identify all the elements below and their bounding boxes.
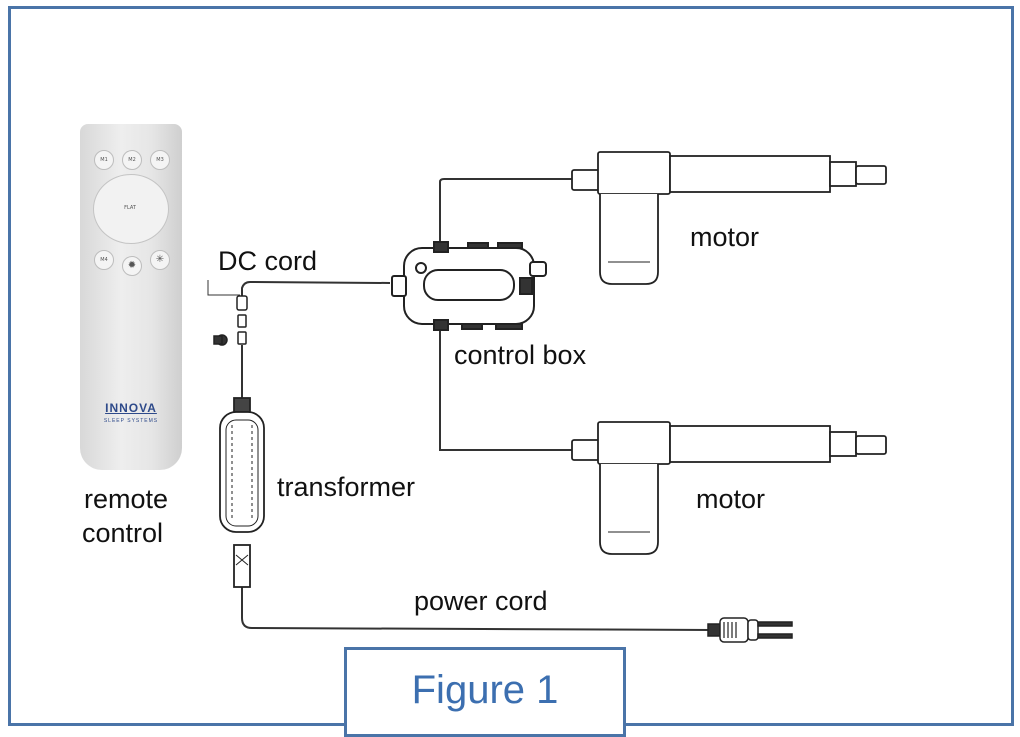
label-leader-dc-cord: [207, 280, 240, 296]
remote-control: M1 M2 M3 FLAT M4 ✹ ✳ INNOVA SLEEP SYSTEM…: [80, 124, 182, 470]
dc-connector: [213, 295, 248, 346]
remote-button-m4: M4: [94, 250, 114, 270]
dc-cord: [241, 280, 391, 296]
brand-subtitle: SLEEP SYSTEMS: [103, 418, 159, 424]
top-motor-shape: [571, 151, 887, 285]
bottom-motor-shape: [571, 421, 887, 555]
figure-caption: Figure 1: [411, 668, 559, 712]
remote-button-flat: FLAT: [124, 205, 136, 211]
remote-button-m1: M1: [94, 150, 114, 170]
remote-light-icon: ✹: [122, 256, 142, 276]
label-transformer: transformer: [277, 472, 416, 502]
label-control-box: control box: [454, 340, 587, 370]
remote-massage-icon: ✳: [150, 250, 170, 270]
remote-direction-pad: FLAT: [93, 174, 169, 244]
label-dc-cord: DC cord: [218, 246, 318, 276]
control-box-shape: [391, 241, 547, 331]
power-plug-shape: [707, 617, 793, 643]
label-motor-bottom: motor: [696, 484, 766, 514]
remote-button-m2: M2: [122, 150, 142, 170]
label-remote-line2: control: [82, 518, 164, 548]
label-remote-line1: remote: [84, 484, 169, 514]
label-motor-top: motor: [690, 222, 760, 252]
wiring-diagram: [207, 151, 887, 643]
transformer-shape: [219, 397, 265, 588]
remote-brand-logo: INNOVA SLEEP SYSTEMS: [80, 399, 182, 424]
cable-control-box-to-bottom-motor: [439, 330, 575, 451]
label-power-cord: power cord: [414, 586, 548, 616]
remote-button-m3: M3: [150, 150, 170, 170]
figure-caption-box: Figure 1: [344, 647, 626, 737]
power-cord: [241, 585, 713, 631]
brand-name: INNOVA: [105, 401, 157, 415]
cables: [207, 178, 713, 631]
cable-control-box-to-top-motor: [439, 178, 572, 250]
